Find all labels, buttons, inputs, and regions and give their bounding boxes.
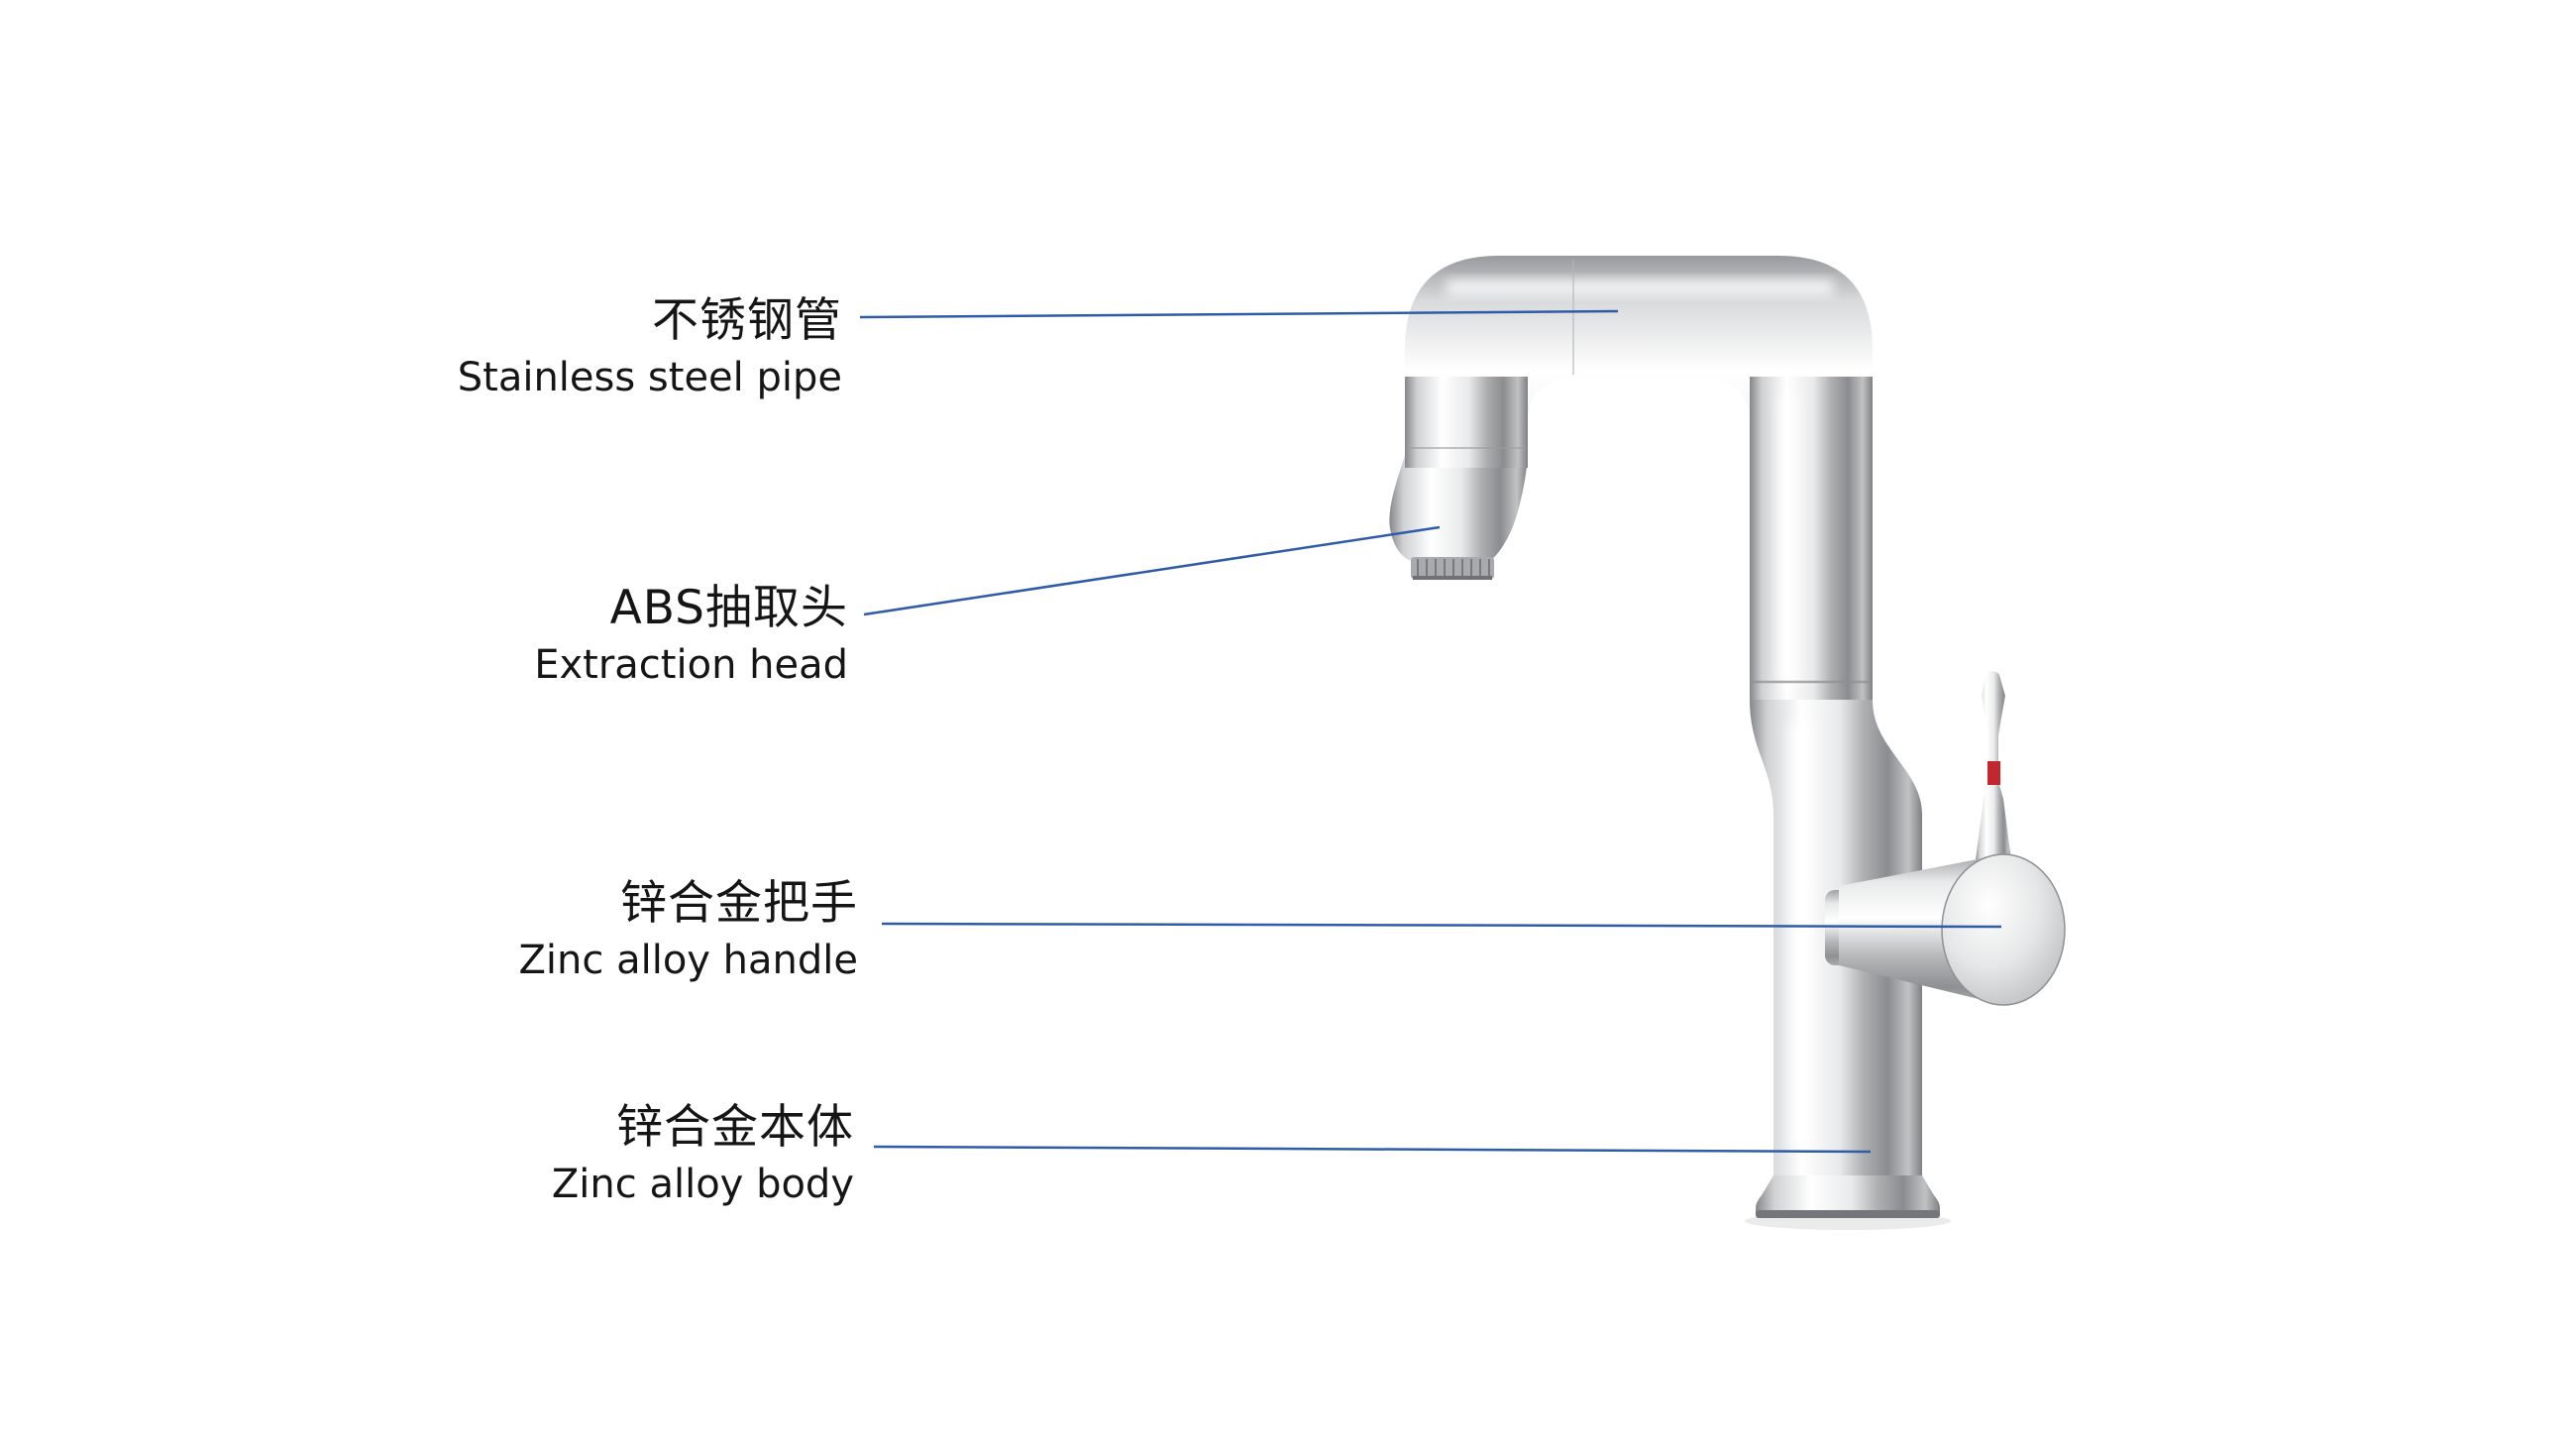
label-zinc-alloy-body-en: Zinc alloy body [551, 1162, 854, 1207]
pipe-left-drop [1405, 377, 1528, 468]
leader-line-body [873, 1145, 1872, 1154]
body-shine [1789, 724, 1811, 1150]
label-zinc-alloy-handle-en: Zinc alloy handle [518, 938, 859, 983]
label-stainless-steel-pipe-zh: 不锈钢管 [652, 293, 842, 348]
label-zinc-alloy-handle: 锌合金把手 Zinc alloy handle [519, 876, 859, 985]
label-extraction-head-en: Extraction head [534, 642, 848, 688]
aerator-rim [1413, 576, 1492, 580]
label-zinc-alloy-body: 锌合金本体 Zinc alloy body [552, 1100, 854, 1209]
label-zinc-alloy-handle-zh: 锌合金把手 [620, 876, 858, 931]
aerator-ridges [1417, 559, 1490, 577]
label-zinc-alloy-body-zh: 锌合金本体 [616, 1100, 854, 1155]
extraction-head [1389, 448, 1528, 561]
leader-line-extraction-head [863, 525, 1441, 616]
leader-line-handle [881, 922, 2002, 929]
leader-line-stainless-pipe [859, 309, 1619, 319]
base-rim [1756, 1210, 1940, 1218]
label-extraction-head-zh: ABS抽取头 [609, 581, 848, 635]
label-stainless-steel-pipe: 不锈钢管 Stainless steel pipe [458, 293, 842, 402]
label-extraction-head: ABS抽取头 Extraction head [534, 581, 848, 690]
right-drop-shine [1779, 396, 1797, 684]
pipe-top-shine [1447, 279, 1833, 295]
base-flange [1756, 1175, 1940, 1215]
lever-red-band [1987, 761, 2000, 785]
aerator [1411, 557, 1494, 580]
label-stainless-steel-pipe-en: Stainless steel pipe [457, 355, 842, 400]
pipe-right-drop [1750, 377, 1873, 700]
handle-cap [1941, 853, 2066, 1006]
